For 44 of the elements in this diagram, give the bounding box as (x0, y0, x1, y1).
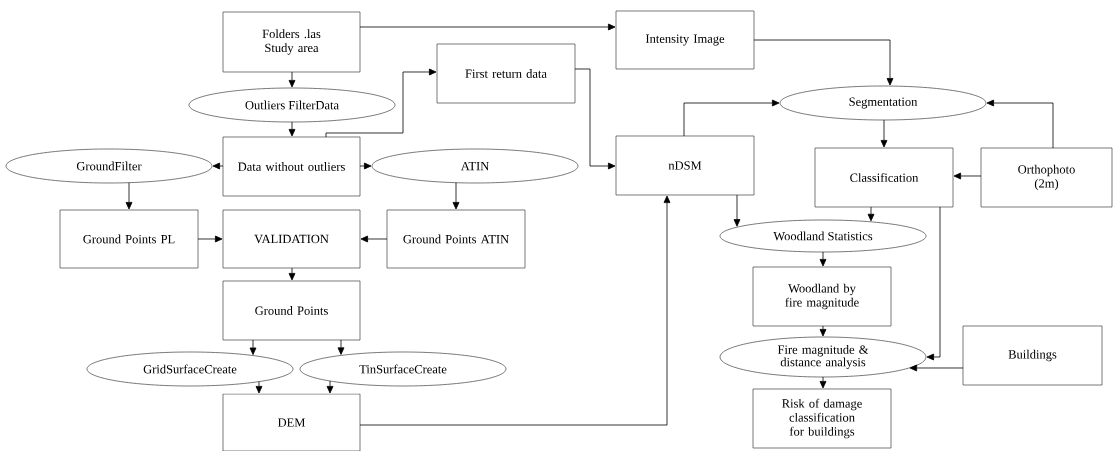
arrow (125, 182, 133, 210)
process-box: Risk of damage classification for buildings (752, 388, 892, 449)
process-box: Orthophoto (2m) (980, 147, 1113, 208)
process-box: Buildings (962, 325, 1103, 386)
arrow (255, 381, 263, 394)
arrow (753, 39, 894, 86)
arrow (359, 195, 671, 426)
arrow (326, 380, 334, 394)
arrow (819, 376, 827, 389)
process-box: DEM (222, 393, 361, 451)
arrow (986, 99, 1054, 149)
arrow (360, 235, 388, 243)
process-box: Ground Points ATIN (386, 209, 526, 269)
process-box: First return data (436, 43, 576, 104)
process-box: Classification (814, 147, 954, 208)
process-box: Ground Points PL (59, 209, 199, 269)
process-box: VALIDATION (222, 209, 361, 269)
arrow (953, 172, 982, 180)
arrow (288, 71, 296, 88)
arrow (452, 182, 460, 210)
arrow (325, 68, 437, 138)
arrow (926, 206, 941, 361)
arrow (733, 194, 741, 227)
arrow (359, 162, 372, 170)
arrow (197, 235, 223, 243)
arrow (574, 68, 616, 170)
arrow (683, 99, 780, 137)
arrow (819, 251, 827, 267)
process-box: Woodland by fire magnitude (752, 266, 892, 327)
process-box: Data without outliers (222, 136, 361, 197)
process-box: Folders .las Study area (222, 11, 361, 73)
process-box: Intensity Image (615, 10, 755, 70)
arrow (212, 162, 224, 170)
process-box: nDSM (615, 135, 755, 196)
arrow (359, 23, 616, 31)
arrow (909, 364, 964, 372)
arrow (337, 339, 345, 355)
arrow (867, 206, 875, 222)
arrow (249, 339, 257, 355)
arrow (819, 325, 827, 337)
arrow (288, 267, 296, 281)
arrow (288, 121, 296, 137)
arrow (880, 119, 888, 148)
process-box: Ground Points (222, 280, 361, 341)
